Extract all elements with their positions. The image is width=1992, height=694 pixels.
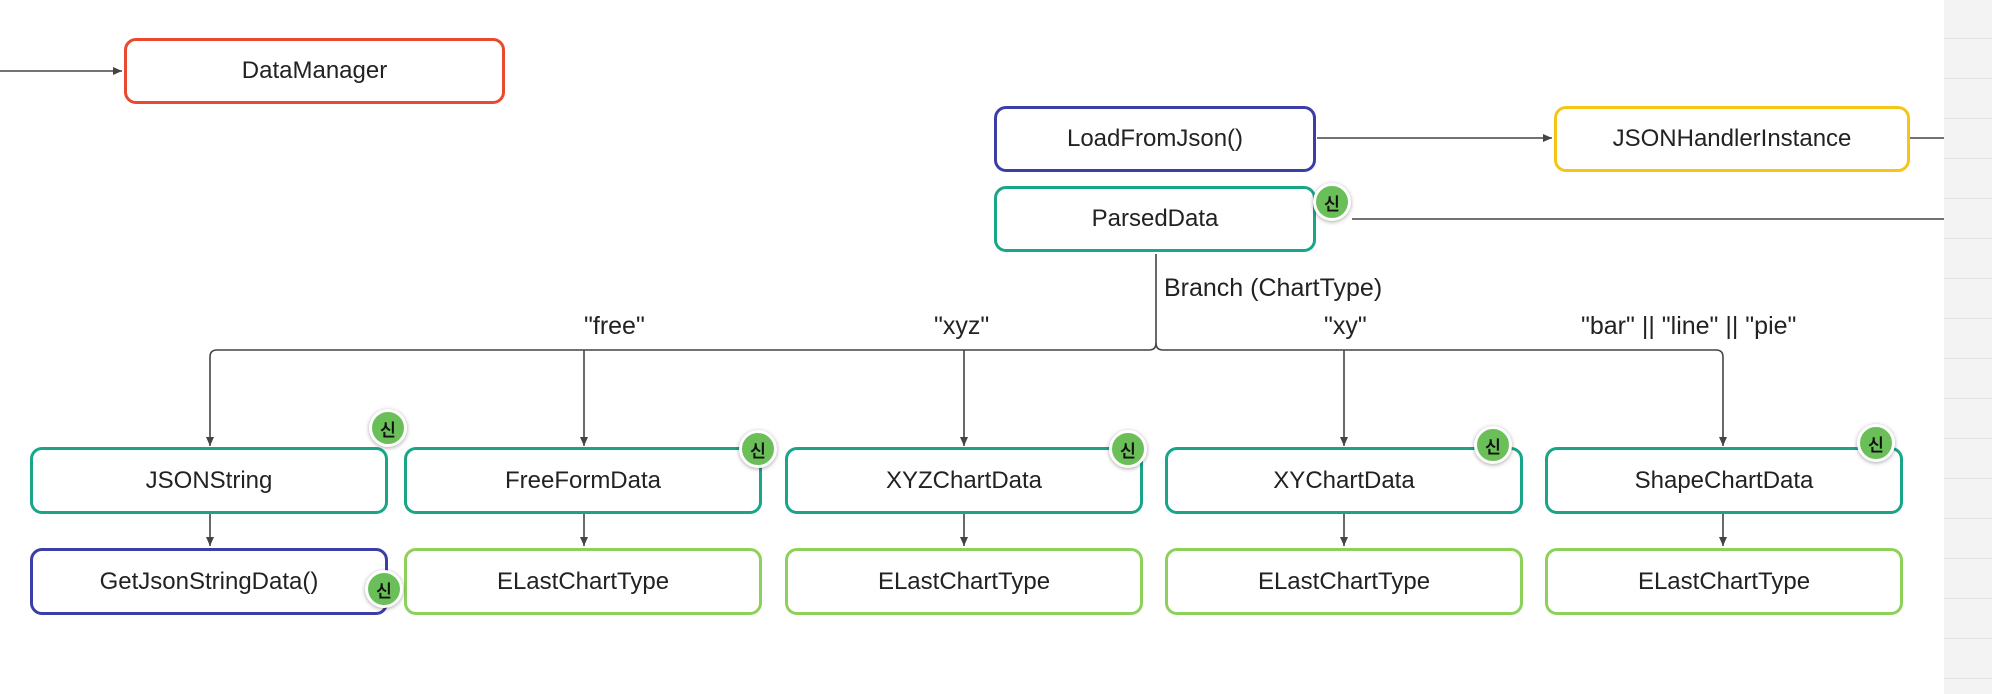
- node-label: ELastChartType: [877, 567, 1051, 595]
- node-json-string[interactable]: JSONString: [30, 447, 388, 514]
- node-label: ELastChartType: [496, 567, 670, 595]
- new-badge-free-form-data: 신: [739, 430, 777, 468]
- node-label: XYZChartData: [885, 466, 1043, 494]
- new-badge-parsed-data: 신: [1313, 183, 1351, 221]
- right-side-panel: [1944, 0, 1992, 694]
- node-label: ShapeChartData: [1634, 466, 1814, 494]
- node-label: ELastChartType: [1257, 567, 1431, 595]
- node-parsed-data[interactable]: ParsedData: [994, 186, 1316, 252]
- new-badge-json-string: 신: [369, 409, 407, 447]
- new-badge-xy-chart-data: 신: [1474, 426, 1512, 464]
- node-label: ELastChartType: [1637, 567, 1811, 595]
- new-badge-shape-chart-data: 신: [1857, 424, 1895, 462]
- new-badge-xyz-chart-data: 신: [1109, 430, 1147, 468]
- node-elast-chart-type-free[interactable]: ELastChartType: [404, 548, 762, 615]
- node-xy-chart-data[interactable]: XYChartData: [1165, 447, 1523, 514]
- edge-branch-right: [1155, 342, 1727, 446]
- branch-condition-xyz: "xyz": [934, 312, 990, 340]
- node-load-from-json[interactable]: LoadFromJson(): [994, 106, 1316, 172]
- node-xyz-chart-data[interactable]: XYZChartData: [785, 447, 1143, 514]
- branch-condition-xy: "xy": [1324, 312, 1367, 340]
- node-data-manager[interactable]: DataManager: [124, 38, 505, 104]
- node-label: XYChartData: [1273, 466, 1415, 494]
- new-badge-get-json-string-data: 신: [365, 570, 403, 608]
- node-label: JSONString: [145, 466, 273, 494]
- branch-condition-free: "free": [584, 312, 645, 340]
- edge-branch-trunk: [206, 254, 1157, 446]
- node-json-handler-instance[interactable]: JSONHandlerInstance: [1554, 106, 1910, 172]
- node-get-json-string-data[interactable]: GetJsonStringData(): [30, 548, 388, 615]
- node-elast-chart-type-xyz[interactable]: ELastChartType: [785, 548, 1143, 615]
- branch-label: Branch (ChartType): [1164, 274, 1383, 302]
- node-label: GetJsonStringData(): [99, 567, 319, 595]
- node-elast-chart-type-xy[interactable]: ELastChartType: [1165, 548, 1523, 615]
- node-label: FreeFormData: [504, 466, 662, 494]
- node-label: DataManager: [241, 57, 388, 84]
- node-elast-chart-type-shape[interactable]: ELastChartType: [1545, 548, 1903, 615]
- node-label: LoadFromJson(): [1066, 125, 1244, 152]
- node-shape-chart-data[interactable]: ShapeChartData: [1545, 447, 1903, 514]
- node-label: ParsedData: [1091, 205, 1219, 232]
- node-label: JSONHandlerInstance: [1612, 125, 1852, 152]
- branch-condition-shapes: "bar" || "line" || "pie": [1581, 312, 1797, 340]
- node-free-form-data[interactable]: FreeFormData: [404, 447, 762, 514]
